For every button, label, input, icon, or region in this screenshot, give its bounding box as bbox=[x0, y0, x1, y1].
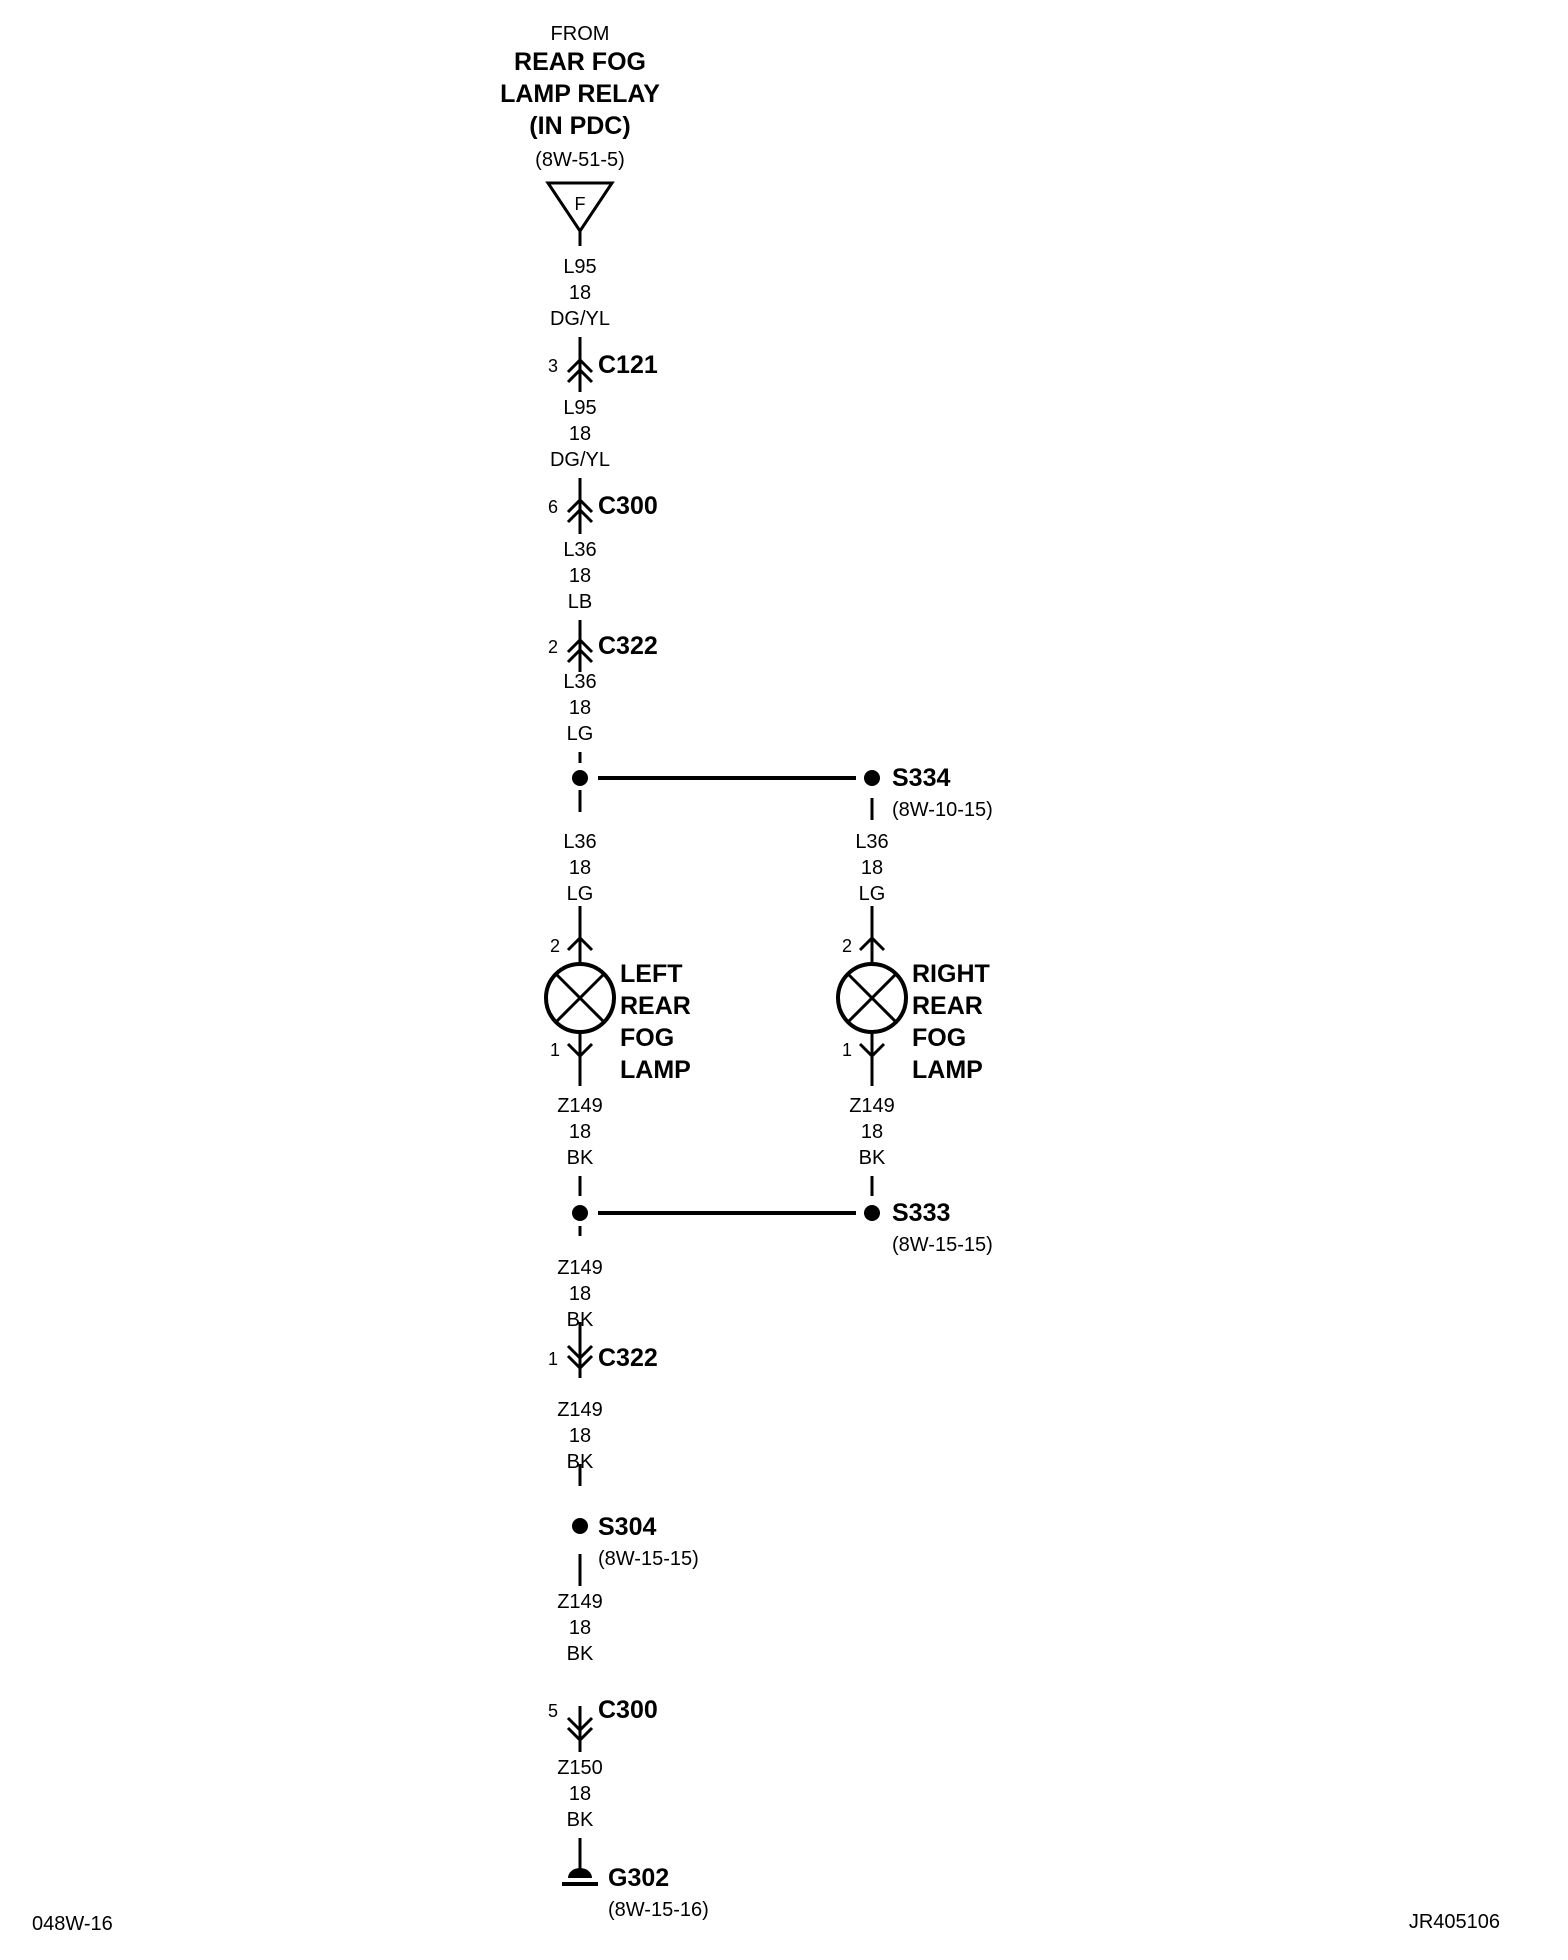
wire-label-gauge: 18 bbox=[569, 1283, 591, 1305]
wire-label-color: DG/YL bbox=[550, 308, 610, 330]
connector-pin: 1 bbox=[548, 1349, 558, 1369]
wire-label-code: Z149 bbox=[557, 1399, 603, 1421]
source-name-line-2: LAMP RELAY bbox=[500, 80, 660, 108]
splice-name: S334 bbox=[892, 764, 950, 792]
source-terminal-letter: F bbox=[575, 194, 586, 214]
wire-label-gauge: 18 bbox=[569, 423, 591, 445]
wire-label-code: L36 bbox=[563, 539, 596, 561]
connector-name: C322 bbox=[598, 1344, 658, 1372]
lamp-label-line: LAMP bbox=[912, 1056, 983, 1084]
splice-s304-dot bbox=[572, 1518, 588, 1534]
wire-label-code: L95 bbox=[563, 397, 596, 419]
wire-label-gauge: 18 bbox=[569, 1121, 591, 1143]
splice-ref: (8W-15-15) bbox=[598, 1548, 699, 1570]
wire-label-code: L95 bbox=[563, 256, 596, 278]
wire-label-color: BK bbox=[567, 1147, 594, 1169]
lamp-bottom-pin: 1 bbox=[550, 1040, 560, 1060]
right-lamp-bottom-terminal bbox=[858, 1032, 886, 1086]
wire-label-color: LG bbox=[859, 883, 886, 905]
right-lamp-top-terminal bbox=[858, 935, 886, 964]
splice-s334-dot bbox=[864, 770, 880, 786]
wire-label-code: Z149 bbox=[557, 1591, 603, 1613]
wire-label-gauge: 18 bbox=[569, 697, 591, 719]
wire-label-code: Z149 bbox=[849, 1095, 895, 1117]
connector-pin: 2 bbox=[548, 637, 558, 657]
connector-name: C300 bbox=[598, 492, 658, 520]
ground-ref: (8W-15-16) bbox=[608, 1899, 709, 1921]
connector-pin: 6 bbox=[548, 497, 558, 517]
lamp-label-line: LAMP bbox=[620, 1056, 691, 1084]
connector-name: C300 bbox=[598, 1696, 658, 1724]
lamp-top-pin: 2 bbox=[842, 936, 852, 956]
wire-label-gauge: 18 bbox=[569, 1783, 591, 1805]
wire-label-color: LG bbox=[567, 723, 594, 745]
splice-dot bbox=[572, 770, 588, 786]
connector-pin: 5 bbox=[548, 1701, 558, 1721]
ground-name: G302 bbox=[608, 1864, 669, 1892]
connector-c300-top bbox=[566, 494, 594, 527]
splice-s333-dot bbox=[864, 1205, 880, 1221]
source-name-line-3: (IN PDC) bbox=[529, 112, 630, 140]
wire-label-color: BK bbox=[567, 1451, 594, 1473]
wire-label-color: DG/YL bbox=[550, 449, 610, 471]
connector-name: C121 bbox=[598, 351, 658, 379]
lamp-label-line: RIGHT bbox=[912, 960, 990, 988]
left-lamp-top-terminal bbox=[566, 935, 594, 964]
connector-c300-bottom bbox=[566, 1706, 594, 1744]
lamp-label-line: FOG bbox=[912, 1024, 966, 1052]
wire-label-code: L36 bbox=[563, 831, 596, 853]
lamp-bottom-pin: 1 bbox=[842, 1040, 852, 1060]
wire-label-color: LB bbox=[568, 591, 592, 613]
source-ref: (8W-51-5) bbox=[535, 149, 625, 171]
splice-ref: (8W-10-15) bbox=[892, 799, 993, 821]
left-lamp-bottom-terminal bbox=[566, 1032, 594, 1086]
connector-name: C322 bbox=[598, 632, 658, 660]
wire-label-gauge: 18 bbox=[861, 1121, 883, 1143]
connector-c322-bottom bbox=[566, 1334, 594, 1371]
wire-label-gauge: 18 bbox=[569, 282, 591, 304]
splice-dot bbox=[572, 1205, 588, 1221]
wire-label-color: BK bbox=[567, 1809, 594, 1831]
wire-label-code: Z149 bbox=[557, 1257, 603, 1279]
source-from-label: FROM bbox=[551, 23, 610, 45]
footer-right-code: JR405106 bbox=[1409, 1911, 1500, 1933]
right-lamp-bulb-icon bbox=[836, 962, 908, 1034]
wire-label-color: BK bbox=[567, 1643, 594, 1665]
lamp-label-line: FOG bbox=[620, 1024, 674, 1052]
splice-ref: (8W-15-15) bbox=[892, 1234, 993, 1256]
lamp-label-line: REAR bbox=[912, 992, 983, 1020]
wire-label-code: Z150 bbox=[557, 1757, 603, 1779]
wire-label-color: BK bbox=[567, 1309, 594, 1331]
left-lamp-bulb-icon bbox=[544, 962, 616, 1034]
splice-name: S304 bbox=[598, 1513, 656, 1541]
wire-label-color: BK bbox=[859, 1147, 886, 1169]
splice-name: S333 bbox=[892, 1199, 950, 1227]
footer-left-code: 048W-16 bbox=[32, 1913, 113, 1935]
connector-pin: 3 bbox=[548, 356, 558, 376]
wire-label-color: LG bbox=[567, 883, 594, 905]
wire-label-code: L36 bbox=[855, 831, 888, 853]
wire-label-gauge: 18 bbox=[569, 565, 591, 587]
wire-label-gauge: 18 bbox=[569, 1425, 591, 1447]
source-terminal-triangle bbox=[545, 181, 615, 234]
wire-label-gauge: 18 bbox=[569, 857, 591, 879]
lamp-label-line: LEFT bbox=[620, 960, 683, 988]
source-name-line-1: REAR FOG bbox=[514, 48, 646, 76]
wire-label-gauge: 18 bbox=[569, 1617, 591, 1639]
lamp-label-line: REAR bbox=[620, 992, 691, 1020]
lamp-top-pin: 2 bbox=[550, 936, 560, 956]
connector-c322-top bbox=[566, 636, 594, 664]
wire-label-gauge: 18 bbox=[861, 857, 883, 879]
ground-icon bbox=[562, 1860, 598, 1886]
wire-label-code: L36 bbox=[563, 671, 596, 693]
wire-label-code: Z149 bbox=[557, 1095, 603, 1117]
connector-c121 bbox=[566, 352, 594, 385]
